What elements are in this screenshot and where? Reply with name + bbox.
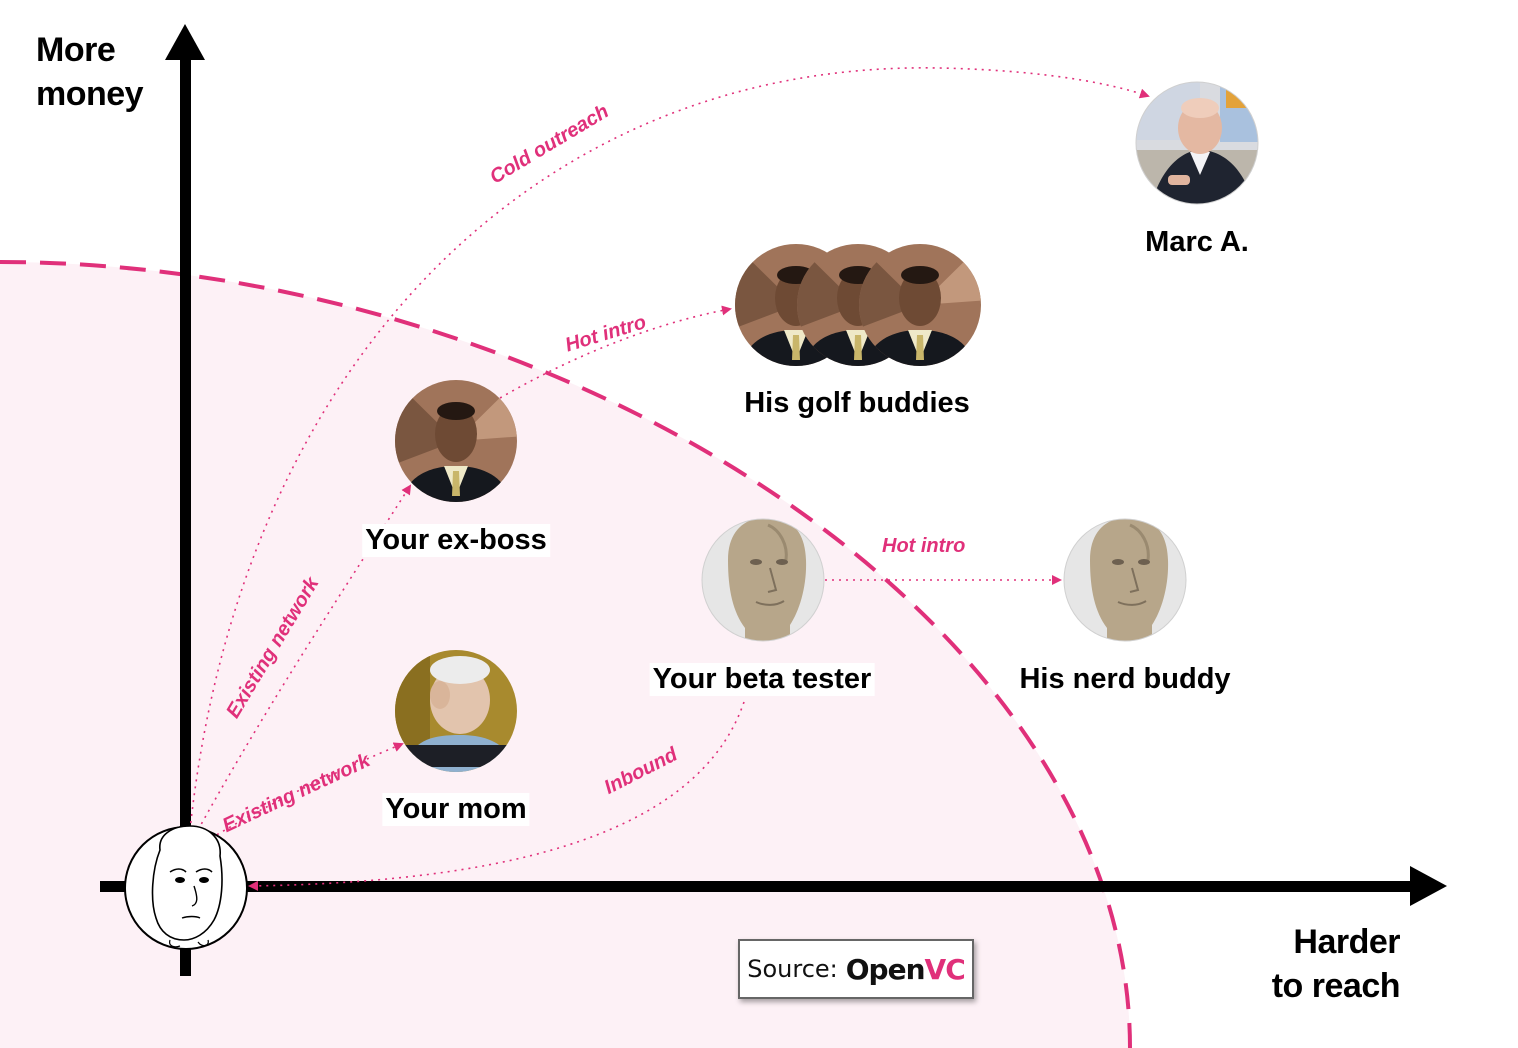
y-axis	[180, 58, 191, 976]
ex-boss-avatar	[395, 380, 517, 502]
reachable-zone	[0, 262, 1130, 1048]
golf-buddies-label: His golf buddies	[741, 387, 973, 420]
reachable-zone-boundary	[0, 260, 1132, 1048]
edge-existing-network-mom	[204, 742, 404, 843]
mom-label: Your mom	[382, 793, 530, 826]
x-axis	[100, 881, 1418, 892]
you-avatar	[124, 825, 248, 950]
edge-cold-outreach	[189, 67, 1150, 831]
openvc-logo-part1: Open	[845, 952, 926, 986]
nerd-buddy-avatar	[1064, 519, 1186, 641]
y-axis-label: More money	[36, 28, 144, 116]
ex-boss-label: Your ex-boss	[362, 524, 550, 557]
x-axis-label-line2: to reach	[1271, 967, 1401, 1005]
marc-avatar	[1136, 82, 1258, 204]
source-box: Source: OpenVC	[738, 939, 974, 999]
y-axis-label-line2: money	[36, 75, 144, 113]
edge-inbound	[248, 701, 745, 891]
openvc-logo: OpenVC	[845, 952, 966, 986]
beta-tester-avatar	[702, 519, 824, 641]
x-axis-label-line1: Harder	[1293, 923, 1400, 961]
marc-label: Marc A.	[1145, 226, 1249, 258]
source-prefix: Source:	[747, 955, 838, 983]
openvc-logo-part2: VC	[924, 952, 966, 986]
beta-tester-label: Your beta tester	[649, 663, 875, 696]
x-axis-label: Harder to reach	[1262, 920, 1401, 1008]
hot-intro-nerd-label: Hot intro	[882, 535, 966, 557]
y-axis-label-line1: More	[36, 31, 116, 69]
y-axis-arrowhead	[165, 24, 205, 60]
nerd-buddy-label: His nerd buddy	[1016, 663, 1234, 696]
mom-avatar	[395, 650, 517, 772]
x-axis-arrowhead	[1410, 866, 1447, 906]
